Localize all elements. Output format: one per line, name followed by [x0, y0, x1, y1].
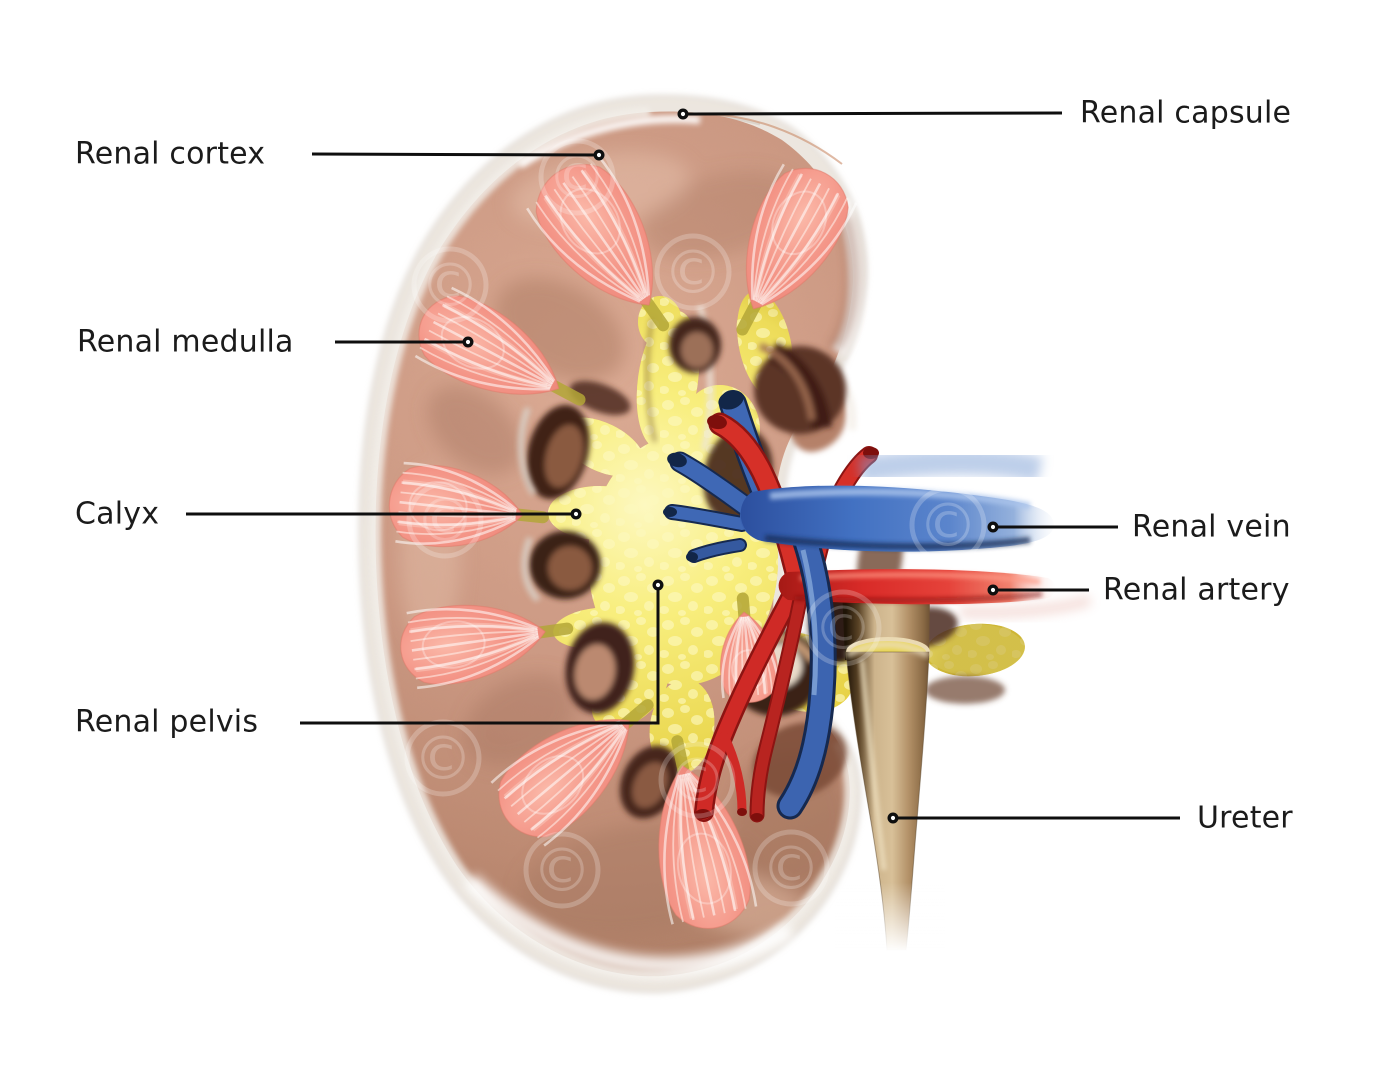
svg-text:©: © [761, 834, 821, 904]
svg-text:©: © [667, 746, 727, 816]
renal-pyramid [658, 735, 758, 929]
leader-renal-pelvis [300, 579, 664, 725]
svg-text:©: © [663, 238, 723, 308]
label-renal-artery: Renal artery [1103, 572, 1290, 608]
copyright-watermark-icon: © [658, 741, 736, 819]
label-renal-medulla: Renal medulla [77, 324, 294, 360]
leader-calyx [186, 508, 582, 520]
copyright-watermark-icon: © [804, 589, 882, 667]
svg-text:©: © [918, 491, 978, 561]
copyright-watermark-icon: © [411, 246, 489, 324]
copyright-watermark-icon: © [406, 481, 484, 559]
copyright-watermark-icon: © [523, 831, 601, 909]
copyright-watermark-icon: © [404, 719, 482, 797]
svg-text:©: © [532, 836, 592, 906]
calyx-membrane-rims [518, 406, 541, 603]
copyright-watermark-icon: © [909, 486, 987, 564]
svg-text:©: © [813, 594, 873, 664]
renal-pyramid [414, 286, 586, 406]
svg-text:©: © [413, 724, 473, 794]
leader-renal-capsule [677, 108, 1063, 120]
leader-renal-artery [987, 584, 1089, 596]
ureter-fade [835, 882, 945, 954]
ureter-shape [842, 588, 930, 951]
svg-text:©: © [415, 486, 475, 556]
renal-pyramid [400, 604, 574, 690]
renal-pyramid [490, 699, 654, 847]
renal-pyramid [526, 156, 670, 332]
leader-ureter [887, 812, 1180, 824]
label-renal-pelvis: Renal pelvis [75, 704, 259, 740]
copyright-watermark-icon: © [752, 829, 830, 907]
watermark-layer: ©©©©©©©©©© [404, 138, 987, 909]
leader-lines [186, 108, 1180, 824]
label-renal-vein: Renal vein [1132, 509, 1291, 545]
label-calyx: Calyx [75, 496, 160, 532]
leader-renal-medulla [335, 336, 474, 348]
renal-pyramid [736, 163, 858, 336]
renal-vein-trunk [740, 448, 1054, 820]
label-ureter: Ureter [1197, 800, 1293, 836]
copyright-watermark-icon: © [654, 233, 732, 311]
leader-renal-vein [987, 521, 1118, 533]
renal-artery-trunk [778, 569, 1092, 618]
leader-renal-cortex [311, 149, 605, 161]
label-renal-capsule: Renal capsule [1080, 95, 1292, 131]
label-renal-cortex: Renal cortex [75, 136, 266, 172]
renal-medulla-pyramids [388, 156, 858, 929]
svg-text:©: © [420, 251, 480, 321]
renal-pyramid [388, 461, 549, 548]
